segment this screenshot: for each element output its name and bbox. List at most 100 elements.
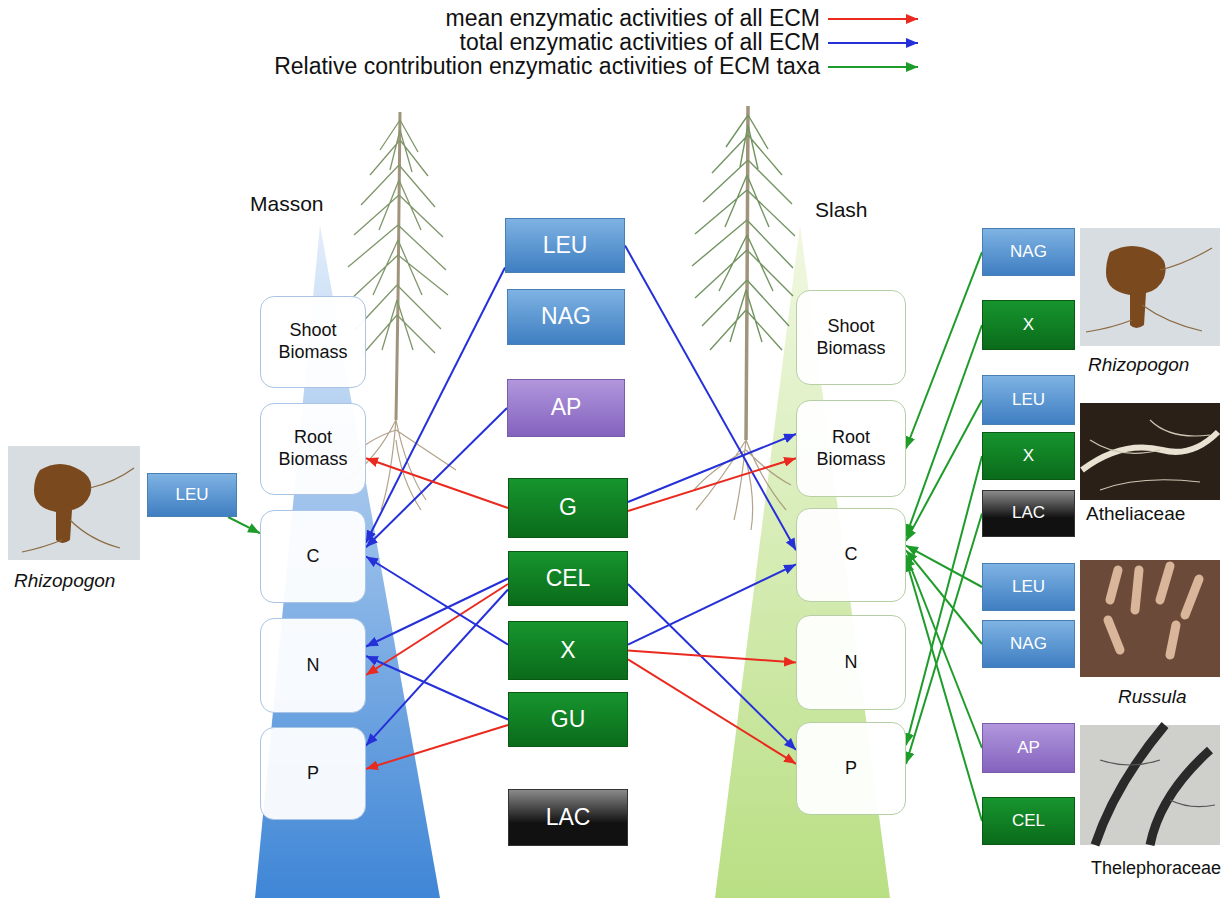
enzyme-arrow bbox=[628, 458, 796, 511]
box-text: Shoot Biomass bbox=[803, 316, 899, 359]
enzyme-arrow bbox=[628, 651, 796, 663]
taxon-label: Atheliaceae bbox=[1086, 503, 1185, 525]
box-text: GU bbox=[551, 706, 586, 734]
enzyme-box: G bbox=[508, 478, 628, 538]
box-text: Root Biomass bbox=[267, 427, 359, 470]
measure-box: C bbox=[796, 508, 906, 602]
taxon-enzyme-box: LEU bbox=[982, 375, 1075, 425]
box-text: N bbox=[307, 655, 320, 677]
enzyme-box: CEL bbox=[508, 551, 628, 606]
measure-box: N bbox=[796, 615, 906, 710]
box-text: LEU bbox=[1012, 577, 1045, 597]
legend-text: mean enzymatic activities of all ECM bbox=[274, 6, 820, 30]
taxon-enzyme-box: LEU bbox=[982, 563, 1075, 611]
enzyme-arrow bbox=[906, 252, 982, 449]
enzyme-arrow bbox=[906, 325, 982, 536]
box-text: LEU bbox=[543, 232, 588, 260]
box-text: C bbox=[845, 544, 858, 566]
enzyme-arrow bbox=[628, 564, 796, 644]
measure-box: P bbox=[260, 727, 366, 820]
box-text: X bbox=[560, 637, 575, 665]
enzyme-arrow bbox=[906, 400, 982, 541]
taxon-enzyme-box: AP bbox=[982, 723, 1075, 773]
enzyme-arrow bbox=[628, 659, 796, 764]
measure-box: Root Biomass bbox=[260, 403, 366, 495]
enzyme-arrow bbox=[366, 458, 508, 508]
box-text: Root Biomass bbox=[803, 427, 899, 470]
taxon-label: Thelephoraceae bbox=[1091, 858, 1221, 879]
legend-arrow bbox=[828, 18, 918, 20]
measure-box: Shoot Biomass bbox=[796, 290, 906, 385]
enzyme-arrow bbox=[366, 584, 508, 675]
box-text: NAG bbox=[1010, 242, 1047, 262]
legend-text: total enzymatic activities of all ECM bbox=[274, 30, 820, 54]
taxon-enzyme-box: LEU bbox=[147, 473, 237, 517]
species-heading: Slash bbox=[815, 198, 868, 222]
slash-tree bbox=[692, 106, 795, 530]
enzyme-arrow bbox=[366, 408, 507, 547]
taxon-enzyme-box: CEL bbox=[982, 797, 1075, 845]
legend-text: Relative contribution enzymatic activiti… bbox=[274, 54, 820, 78]
enzyme-arrow bbox=[366, 656, 508, 720]
box-text: Shoot Biomass bbox=[267, 320, 359, 363]
enzyme-box: NAG bbox=[507, 289, 625, 345]
enzyme-arrow bbox=[228, 517, 260, 533]
atheliaceae-photo bbox=[1080, 403, 1220, 500]
enzyme-arrow bbox=[366, 590, 508, 746]
thelephoraceae-photo bbox=[1080, 725, 1220, 845]
enzyme-arrow bbox=[625, 246, 796, 551]
legend: mean enzymatic activities of all ECMtota… bbox=[274, 6, 820, 78]
rhizopogon-photo bbox=[8, 446, 140, 560]
masson-triangle bbox=[255, 225, 440, 898]
box-text: X bbox=[1023, 315, 1034, 335]
enzyme-arrow bbox=[628, 434, 796, 502]
taxon-enzyme-box: NAG bbox=[982, 620, 1075, 668]
taxon-label: Rhizopogon bbox=[1088, 354, 1189, 376]
measure-box: N bbox=[260, 618, 366, 713]
measure-box: P bbox=[796, 722, 906, 815]
enzyme-arrow bbox=[628, 584, 796, 750]
box-text: NAG bbox=[1010, 634, 1047, 654]
box-text: LAC bbox=[1012, 503, 1045, 523]
taxon-enzyme-box: NAG bbox=[982, 228, 1075, 276]
measure-box: Shoot Biomass bbox=[260, 296, 366, 388]
box-text: P bbox=[307, 763, 319, 785]
measure-box: Root Biomass bbox=[796, 400, 906, 497]
box-text: C bbox=[307, 546, 320, 568]
box-text: LAC bbox=[546, 804, 591, 832]
taxon-label: Rhizopogon bbox=[14, 570, 115, 592]
box-text: CEL bbox=[1012, 811, 1045, 831]
enzyme-arrow bbox=[366, 725, 508, 769]
legend-arrow bbox=[828, 66, 918, 68]
enzyme-arrow bbox=[906, 560, 982, 821]
box-text: CEL bbox=[546, 565, 591, 593]
enzyme-arrow bbox=[906, 514, 982, 764]
enzyme-arrow bbox=[366, 268, 505, 543]
species-heading: Masson bbox=[250, 192, 324, 216]
taxon-enzyme-box: X bbox=[982, 300, 1075, 350]
box-text: LEU bbox=[1012, 390, 1045, 410]
taxon-label: Russula bbox=[1118, 686, 1187, 708]
enzyme-box: LEU bbox=[505, 218, 625, 273]
box-text: AP bbox=[551, 394, 582, 422]
enzyme-arrow bbox=[906, 546, 982, 587]
box-text: X bbox=[1023, 446, 1034, 466]
enzyme-box: AP bbox=[507, 379, 625, 437]
box-text: N bbox=[845, 652, 858, 674]
enzyme-box: X bbox=[508, 621, 628, 680]
enzyme-box: LAC bbox=[508, 789, 628, 846]
enzyme-arrow bbox=[906, 555, 982, 748]
box-text: NAG bbox=[541, 303, 591, 331]
legend-arrow bbox=[828, 42, 918, 44]
rhizopogon-photo bbox=[1080, 228, 1220, 346]
enzyme-box: GU bbox=[508, 692, 628, 747]
enzyme-arrow bbox=[366, 557, 508, 645]
box-text: LEU bbox=[175, 485, 208, 505]
taxon-enzyme-box: LAC bbox=[982, 490, 1075, 537]
taxon-enzyme-box: X bbox=[982, 432, 1075, 480]
russula-photo bbox=[1080, 560, 1220, 677]
box-text: AP bbox=[1017, 738, 1040, 758]
box-text: P bbox=[845, 758, 857, 780]
box-text: G bbox=[559, 494, 577, 522]
measure-box: C bbox=[260, 510, 366, 603]
